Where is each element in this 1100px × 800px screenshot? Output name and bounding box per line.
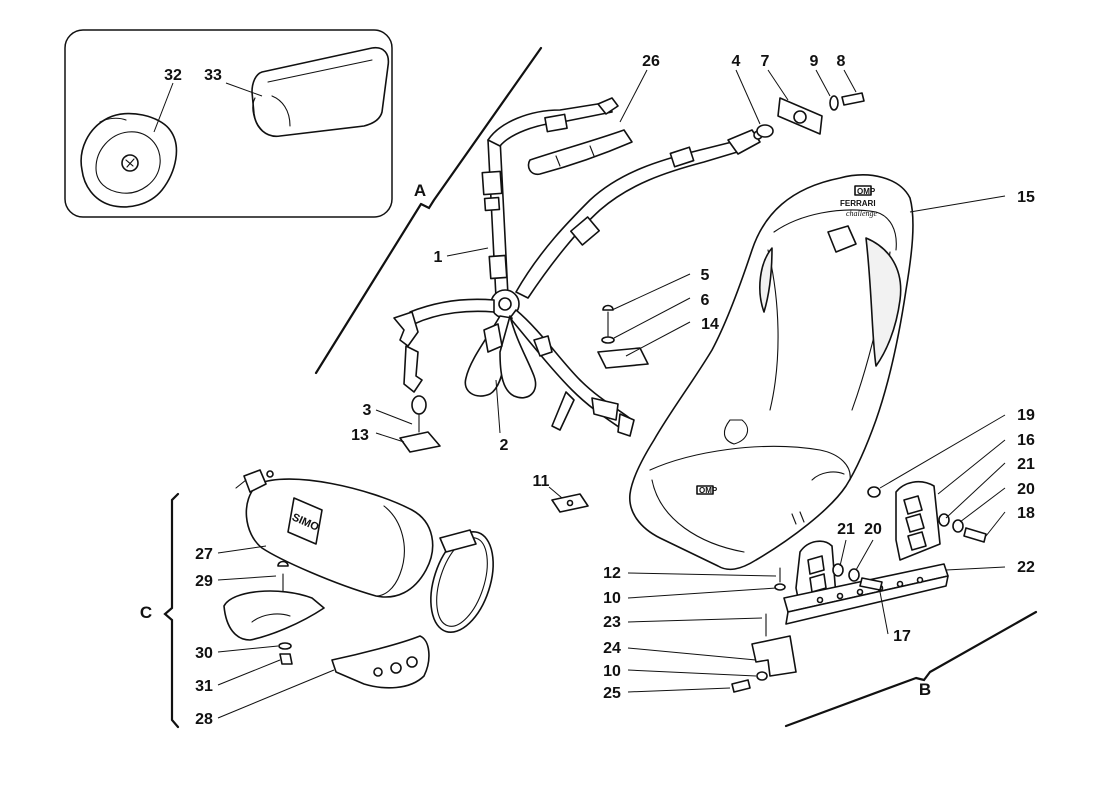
seat-logo-top: OMP — [857, 187, 876, 196]
callout-24: 24 — [603, 640, 621, 657]
callout-5: 5 — [701, 267, 710, 284]
anchor-hardware — [399, 92, 865, 513]
callout-21-left: 21 — [837, 521, 855, 538]
callout-33: 33 — [204, 67, 222, 84]
group-bracket-b — [784, 610, 1038, 728]
callout-3: 3 — [363, 402, 372, 419]
callout-1: 1 — [434, 249, 443, 266]
callout-15: 15 — [1017, 189, 1035, 206]
callout-8: 8 — [837, 53, 846, 70]
seat-brand: FERRARI — [840, 199, 876, 208]
callout-22: 22 — [1017, 559, 1035, 576]
group-bracket-a — [314, 46, 543, 375]
callout-25: 25 — [603, 685, 621, 702]
callout-21-right: 21 — [1017, 456, 1035, 473]
leader-lines — [153, 69, 1006, 719]
callout-30: 30 — [195, 645, 213, 662]
callout-20-left: 20 — [864, 521, 882, 538]
callout-28: 28 — [195, 711, 213, 728]
callout-23: 23 — [603, 614, 621, 631]
callout-32: 32 — [164, 67, 182, 84]
callout-13: 13 — [351, 427, 369, 444]
racing-seat: OMP FERRARI challenge OMP — [629, 174, 914, 571]
group-label-b: B — [919, 680, 931, 699]
callout-9: 9 — [810, 53, 819, 70]
callout-29: 29 — [195, 573, 213, 590]
callout-6: 6 — [701, 292, 710, 309]
callout-18: 18 — [1017, 505, 1035, 522]
seat-harness — [393, 97, 763, 437]
callout-20-right: 20 — [1017, 481, 1035, 498]
group-bracket-c — [163, 492, 180, 729]
callout-19: 19 — [1017, 407, 1035, 424]
group-label-c: C — [140, 603, 152, 622]
airbag-steering-pad — [80, 112, 178, 208]
callout-7: 7 — [761, 53, 770, 70]
airbag-inset — [64, 29, 393, 218]
callout-4: 4 — [732, 53, 741, 70]
callout-14: 14 — [701, 316, 719, 333]
callout-10-upper: 10 — [603, 590, 621, 607]
group-label-a: A — [414, 181, 426, 200]
callout-2: 2 — [500, 437, 509, 454]
callout-16: 16 — [1017, 432, 1035, 449]
callout-27: 27 — [195, 546, 213, 563]
callout-11: 11 — [533, 473, 550, 490]
airbag-passenger-cover — [251, 46, 390, 138]
seat-mounting-rails — [731, 480, 987, 693]
group-letters: A B C — [140, 181, 931, 699]
callout-10-lower: 10 — [603, 663, 621, 680]
seat-sub: challenge — [846, 209, 878, 218]
callout-numbers: 32 33 1 2 3 13 26 4 7 9 8 5 6 14 15 19 1… — [164, 53, 1035, 728]
callout-31: 31 — [195, 678, 213, 695]
fire-extinguisher: SIMO — [223, 469, 494, 689]
callout-17: 17 — [893, 628, 911, 645]
callout-26: 26 — [642, 53, 660, 70]
cushion-logo: OMP — [699, 486, 718, 495]
callout-12: 12 — [603, 565, 621, 582]
